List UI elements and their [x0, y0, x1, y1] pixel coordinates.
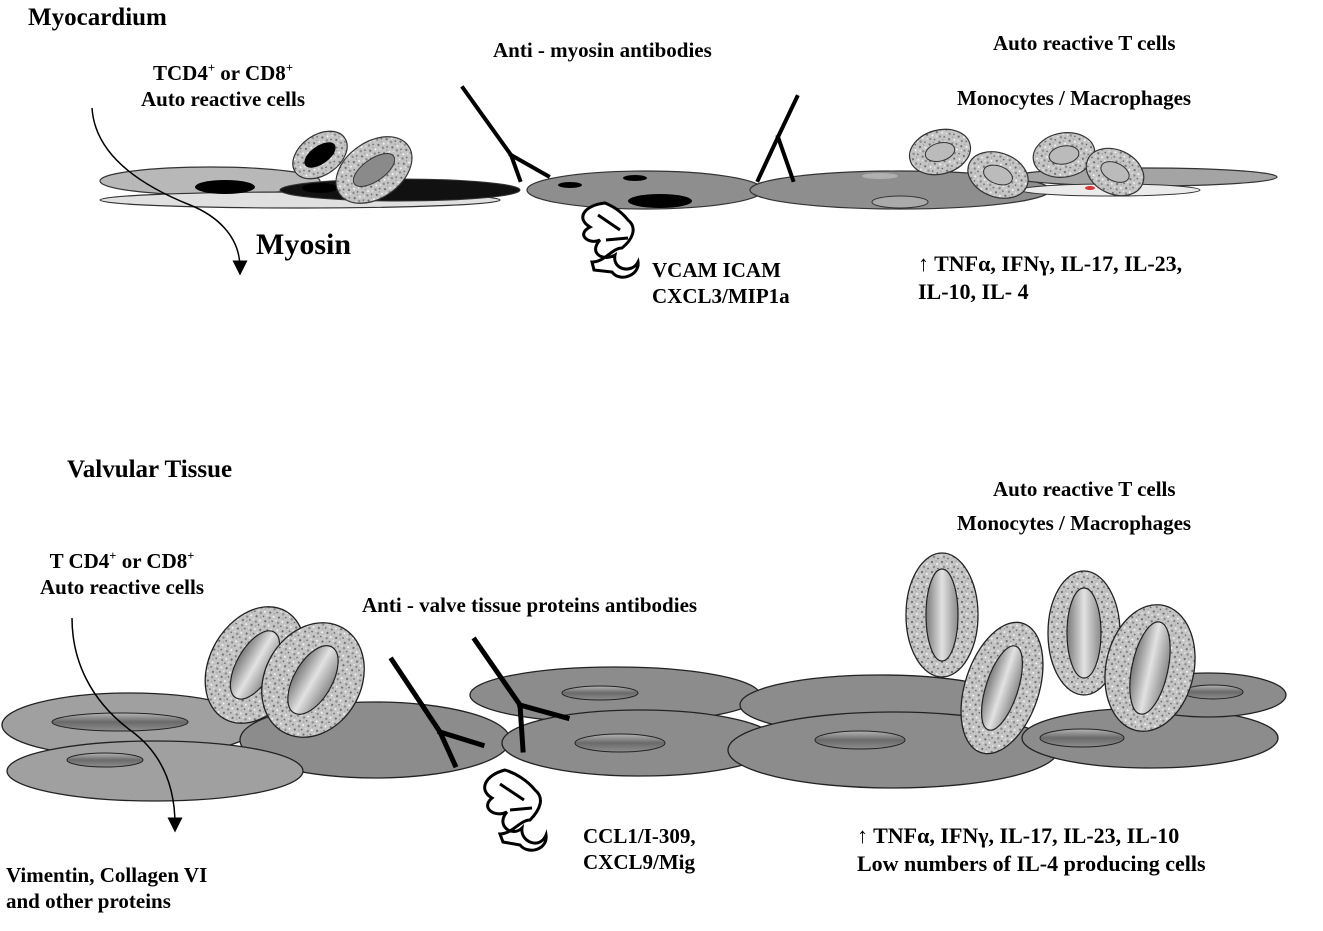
- valvular-title: Valvular Tissue: [67, 456, 233, 483]
- top-tcells: [292, 130, 413, 204]
- myocardium-title: Myocardium: [28, 4, 167, 31]
- top-autoreactive-label: Auto reactive T cells: [993, 31, 1176, 55]
- bottom-macrophages: [905, 552, 1196, 755]
- bottom-antibodies-label: Anti - valve tissue proteins antibodies: [362, 593, 698, 617]
- top-cytokines-label: ↑ TNFα, IFNγ, IL-17, IL-23, IL-10, IL- 4: [918, 251, 1183, 304]
- bottom-chemokine-label: CCL1/I-309, CXCL9/Mig: [583, 824, 696, 875]
- bottom-cytokines-label: ↑ TNFα, IFNγ, IL-17, IL-23, IL-10 Low nu…: [857, 823, 1206, 876]
- bottom-autoreactive-label: Auto reactive T cells: [993, 477, 1176, 501]
- top-antigen-label: Myosin: [256, 228, 352, 261]
- top-adhesion-molecule: [581, 201, 640, 279]
- bottom-antigen-arrow: [71, 617, 183, 833]
- valvular-tissue: [1, 666, 1287, 802]
- top-adhesion-label: VCAM ICAM CXCL3/MIP1a: [652, 258, 790, 309]
- top-tcell-label: TCD4+ or CD8+ Auto reactive cells: [108, 60, 338, 113]
- bottom-antibodies: [388, 636, 571, 769]
- top-antigen-arrow: [91, 107, 248, 276]
- top-tcell-label-line1: TCD4+ or CD8+: [153, 61, 293, 85]
- bottom-tcell-label-line2: Auto reactive cells: [39, 575, 205, 600]
- bottom-chemokine-molecule: [483, 768, 548, 852]
- top-antibodies: [460, 85, 800, 183]
- bottom-monocytes-label: Monocytes / Macrophages: [957, 511, 1192, 535]
- bottom-tcell-label-line1: T CD4+ or CD8+: [49, 549, 195, 573]
- top-macrophages: [908, 128, 1145, 199]
- bottom-tcells: [204, 606, 365, 738]
- top-tcell-label-line2: Auto reactive cells: [140, 87, 306, 112]
- top-antibodies-label: Anti - myosin antibodies: [493, 38, 712, 62]
- top-monocytes-label: Monocytes / Macrophages: [957, 86, 1192, 110]
- bottom-tcell-label: T CD4+ or CD8+ Auto reactive cells: [6, 548, 238, 601]
- bottom-antigen-label: Vimentin, Collagen VI and other proteins: [6, 863, 208, 914]
